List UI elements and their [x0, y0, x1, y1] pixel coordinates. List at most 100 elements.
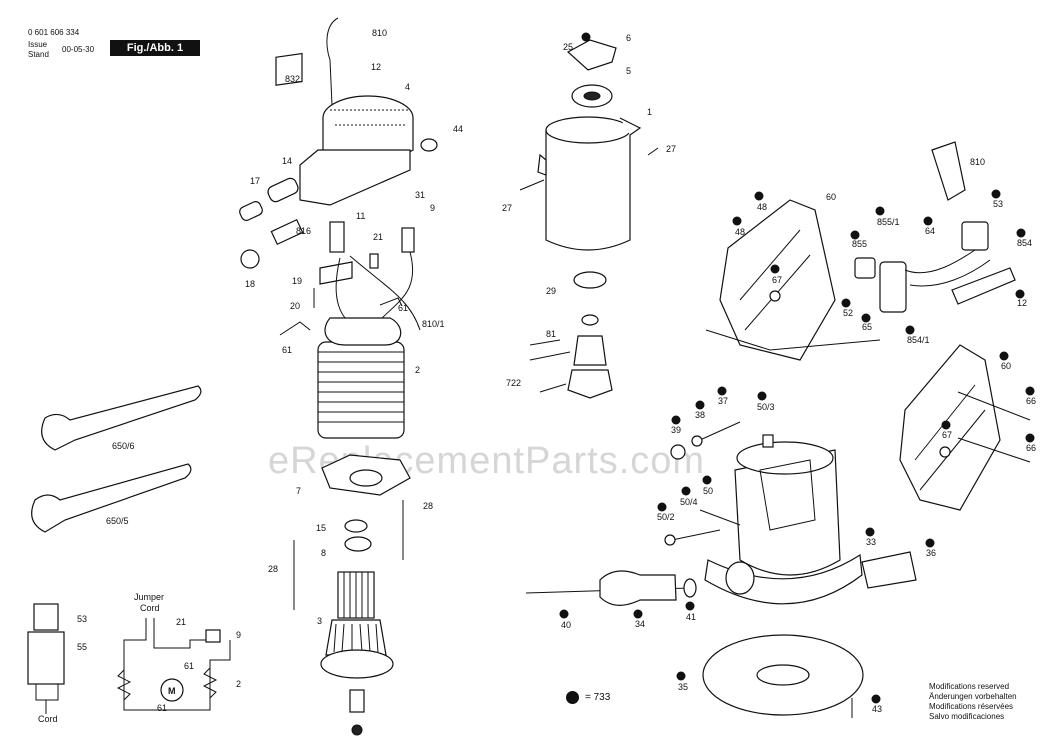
bullet-icon [581, 32, 591, 42]
part-label-p66a: 66 [1026, 396, 1036, 406]
part-label-p20: 20 [290, 301, 300, 311]
part-label-p37: 37 [718, 396, 728, 406]
bullet-icon [1025, 433, 1035, 443]
part-label-p854: 854 [1017, 238, 1032, 248]
schematic-cord-bottom: Cord [38, 714, 58, 724]
part-label-p36: 36 [926, 548, 936, 558]
part-label-p27a: 27 [666, 144, 676, 154]
part-label-p41: 41 [686, 612, 696, 622]
motor-housing-group [239, 17, 438, 736]
part-label-p66b: 66 [1026, 443, 1036, 453]
handle-switch-group [705, 141, 1031, 511]
part-label-p64: 64 [925, 226, 935, 236]
stand-label: Stand [28, 50, 49, 59]
bullet-icon [770, 264, 780, 274]
part-label-p27b: 27 [502, 203, 512, 213]
part-label-p12a: 12 [371, 62, 381, 72]
part-label-p832: 832 [285, 74, 300, 84]
part-label-p34: 34 [635, 619, 645, 629]
part-label-p1: 1 [647, 107, 652, 117]
bullet-icon [681, 486, 691, 496]
part-label-p53: 53 [993, 199, 1003, 209]
part-label-p39: 39 [671, 425, 681, 435]
part-label-p28b: 28 [268, 564, 278, 574]
part-label-p55s: 55 [77, 642, 87, 652]
note-line: Modifications reserved [929, 682, 1010, 691]
part-label-p650_5: 650/5 [106, 516, 129, 526]
gear-housing-group [519, 39, 659, 399]
bullet-icon [702, 475, 712, 485]
bullet-icon [754, 191, 764, 201]
bullet-icon [865, 527, 875, 537]
bullet-icon [923, 216, 933, 226]
bullet-icon [1015, 289, 1025, 299]
bullet-icon [925, 538, 935, 548]
part-label-p44: 44 [453, 124, 463, 134]
issue-date: 00-05-30 [62, 45, 95, 54]
part-label-p855_1: 855/1 [877, 217, 900, 227]
bullet-icon [671, 415, 681, 425]
part-label-p11: 11 [356, 211, 365, 221]
note-line: Modifications réservées [929, 702, 1014, 711]
figure-label: Fig./Abb. 1 [110, 40, 200, 56]
part-label-p67b: 67 [942, 430, 952, 440]
part-label-p9: 9 [430, 203, 435, 213]
legend-text: = 733 [585, 692, 611, 703]
part-label-p48b: 48 [735, 227, 745, 237]
part-label-p38: 38 [695, 410, 705, 420]
part-label-p53s: 53 [77, 614, 87, 624]
part-label-p61b: 61 [282, 345, 292, 355]
part-label-p816: 816 [296, 226, 311, 236]
part-label-p8: 8 [321, 548, 326, 558]
part-label-p50: 50 [703, 486, 713, 496]
part-label-p5: 5 [626, 66, 631, 76]
part-label-p50_2: 50/2 [657, 512, 675, 522]
bullet-icon [695, 400, 705, 410]
issue-label: Issue [28, 40, 48, 49]
part-label-p25: 25 [563, 42, 573, 52]
part-label-p14: 14 [282, 156, 292, 166]
part-label-p60a: 60 [826, 192, 836, 202]
wiring-schematic [27, 603, 231, 714]
part-label-p810a: 810 [372, 28, 387, 38]
part-label-p33: 33 [866, 537, 876, 547]
bullet-icon [633, 609, 643, 619]
bullet-icon [685, 601, 695, 611]
part-label-p17: 17 [250, 176, 260, 186]
bullet-icon [757, 391, 767, 401]
part-label-p61a: 61 [398, 303, 408, 313]
part-label-p28a: 28 [423, 501, 433, 511]
schematic-motor-label: M [168, 686, 176, 696]
part-label-p50_4: 50/4 [680, 497, 698, 507]
part-label-p7: 7 [296, 486, 301, 496]
bullet-icon [717, 386, 727, 396]
part-label-p855: 855 [852, 239, 867, 249]
part-label-p48a: 48 [757, 202, 767, 212]
note-line: Änderungen vorbehalten [929, 692, 1017, 701]
wrench-group [31, 385, 202, 533]
modification-notes: Modifications reserved Änderungen vorbeh… [929, 682, 1017, 722]
part-label-p4: 4 [405, 82, 410, 92]
bullet-icon [559, 609, 569, 619]
part-label-p3: 3 [317, 616, 322, 626]
part-label-p21: 21 [373, 232, 383, 242]
bullet-icon [871, 694, 881, 704]
part-label-p650_6: 650/6 [112, 441, 135, 451]
bullet-icon [999, 351, 1009, 361]
part-label-p40: 40 [561, 620, 571, 630]
part-733-markers [559, 32, 1035, 704]
part-label-p67a: 67 [772, 275, 782, 285]
part-label-p15: 15 [316, 523, 326, 533]
note-line: Salvo modificaciones [929, 712, 1005, 721]
bullet-icon [657, 502, 667, 512]
part-label-p810b: 810 [970, 157, 985, 167]
bullet-icon [861, 313, 871, 323]
part-label-p21s: 21 [176, 617, 186, 627]
part-label-p29: 29 [546, 286, 556, 296]
bullet-icon [1016, 228, 1026, 238]
part-label-p52: 52 [843, 308, 853, 318]
part-label-p65: 65 [862, 322, 872, 332]
part-label-p60b: 60 [1001, 361, 1011, 371]
